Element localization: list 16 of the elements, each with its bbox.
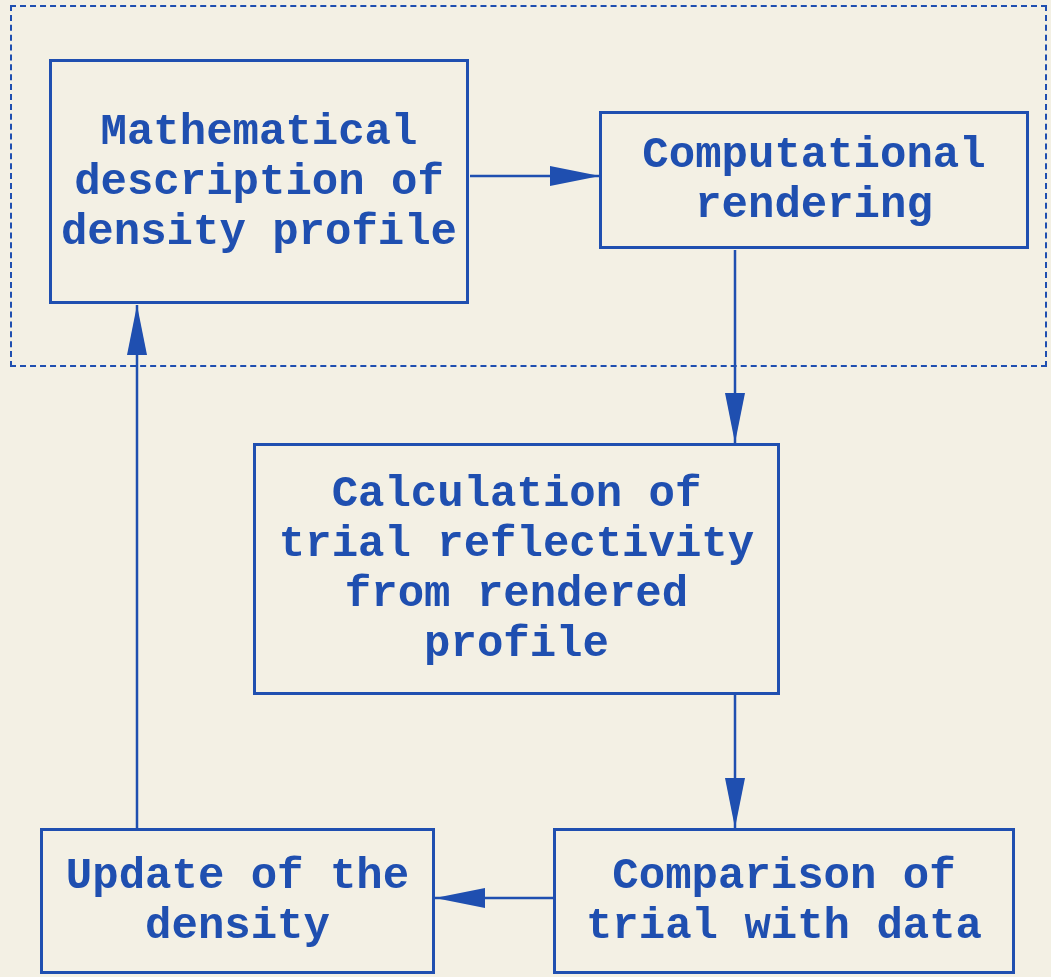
group-boundary <box>10 5 1047 367</box>
arrow <box>435 888 553 908</box>
process-box <box>253 443 780 695</box>
arrow <box>470 166 600 186</box>
box-label: Update of the density <box>64 851 411 951</box>
box-label: Calculation of trial reflectivity from rendered profile <box>277 469 756 669</box>
box-label: Mathematical description of density profile <box>59 106 459 257</box>
box-label: Computational rendering <box>641 130 987 230</box>
process-box <box>40 828 435 974</box>
process-box <box>599 111 1029 249</box>
box-label: Comparison of trial with data <box>584 851 984 951</box>
arrow <box>725 250 745 443</box>
process-box <box>553 828 1015 974</box>
arrow <box>127 305 147 828</box>
process-box <box>49 59 469 304</box>
arrow <box>725 695 745 828</box>
